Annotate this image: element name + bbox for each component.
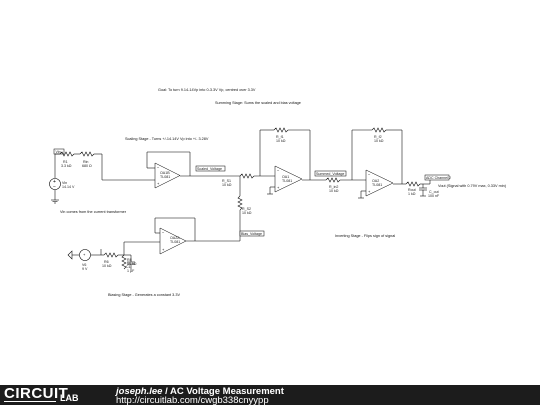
svg-text:OA1: OA1 (282, 175, 289, 179)
svg-text:−: − (162, 230, 165, 235)
logo-trace (4, 401, 56, 402)
opamp-oa1: − + OA1 TL081 (274, 165, 303, 193)
resistor-rout: Rout 1 kΩ (405, 181, 421, 196)
svg-text:TL081: TL081 (170, 240, 180, 244)
opamp-oa2a: − + OA2A TL081 (159, 227, 187, 255)
svg-text:Rout: Rout (408, 188, 416, 192)
resistor-r-s2: R_S2 10 kΩ (237, 195, 252, 215)
svg-text:9 V: 9 V (82, 267, 88, 271)
svg-text:OA2: OA2 (372, 179, 379, 183)
svg-text:R_f1: R_f1 (276, 135, 284, 139)
svg-text:R1: R1 (63, 160, 68, 164)
opamp-oa2: − + OA2 TL081 (365, 169, 394, 197)
svg-text:Vin: Vin (56, 150, 61, 154)
summing-stage-label: Summing Stage: Sums the scaled and bias … (215, 101, 301, 105)
scaling-stage-label: Scaling Stage - Turns +/-14.14V Vp into … (125, 137, 209, 141)
author-title-line: joseph.lee / AC Voltage Measurement (116, 386, 284, 397)
svg-text:C_out: C_out (429, 190, 439, 194)
svg-text:R_in2: R_in2 (329, 185, 338, 189)
circuitlab-logo[interactable]: CIRCUIT LAB (4, 386, 96, 404)
svg-text:OA2A: OA2A (170, 236, 180, 240)
svg-text:Bias_Voltage: Bias_Voltage (241, 232, 262, 236)
svg-text:R_S2: R_S2 (242, 207, 251, 211)
logo-lab-text: LAB (60, 393, 79, 403)
svg-text:R6: R6 (104, 260, 109, 264)
svg-text:−: − (368, 172, 371, 177)
logo-circuit-text: CIRCUIT (4, 385, 69, 402)
capacitor-c1: C1 1 µF (126, 255, 135, 273)
svg-text:C1: C1 (126, 265, 131, 269)
schematic-canvas: Goal: To turn 9.14-14Vp into 0-3.3V Vp, … (49, 88, 507, 297)
svg-text:+: + (53, 179, 56, 185)
svg-text:R_f2: R_f2 (374, 135, 382, 139)
source-note: Vin comes from the current transformer (60, 210, 127, 214)
svg-text:+: + (368, 189, 371, 194)
svg-text:10 kΩ: 10 kΩ (374, 139, 384, 143)
svg-text:+: + (83, 252, 86, 257)
svg-text:R_S1: R_S1 (222, 179, 231, 183)
circuit-url[interactable]: http://circuitlab.com/cwgb338cnyypp (116, 395, 269, 406)
svg-text:1 µF: 1 µF (127, 269, 135, 273)
resistor-rin: Rin 680 Ω (79, 151, 95, 168)
resistor-r6: R6 10 kΩ (102, 252, 119, 268)
net-adc-channel: ADC Channel 2 (424, 174, 451, 181)
title-separator: / (162, 386, 171, 397)
footer-bar: CIRCUIT LAB joseph.lee / AC Voltage Meas… (0, 385, 540, 405)
source-vin: + − Vin 14.14 V (49, 154, 75, 204)
svg-text:TL081: TL081 (282, 179, 292, 183)
svg-text:3.3 kΩ: 3.3 kΩ (61, 164, 72, 168)
source-v6: + V6 9 V (67, 249, 91, 271)
svg-text:ADC Channel 2: ADC Channel 2 (426, 176, 451, 180)
net-bias-voltage: Bias_Voltage (239, 230, 265, 237)
svg-text:Rin: Rin (83, 160, 88, 164)
vin-value: 14.14 V (62, 185, 75, 189)
svg-text:−: − (277, 168, 280, 173)
circuit-title: AC Voltage Measurement (170, 386, 284, 397)
svg-text:10 kΩ: 10 kΩ (242, 211, 252, 215)
opamp-oa1b: − + OA1B TL081 (154, 162, 181, 189)
net-summed-voltage: Summed_Voltage (314, 170, 347, 177)
resistor-r1: R1 3.3 kΩ (59, 151, 75, 168)
resistor-r-in2: R_in2 10 kΩ (325, 177, 341, 193)
svg-text:TL081: TL081 (160, 175, 170, 179)
svg-text:100 nF: 100 nF (428, 194, 440, 198)
svg-text:Summed_Voltage: Summed_Voltage (316, 172, 344, 176)
vout-note: Vout (Signal with 0.79V max, 0.33V min) (438, 184, 507, 188)
resistor-r-s1: R_S1 10 kΩ (222, 173, 255, 187)
author-link[interactable]: joseph.lee (116, 386, 163, 397)
net-scaled-voltage: Scaled_Voltage (195, 165, 226, 172)
svg-text:R8: R8 (127, 258, 132, 262)
inverting-stage-label: Inverting Stage - Flips sign of signal (335, 234, 395, 238)
svg-text:V6: V6 (82, 263, 86, 267)
svg-text:+: + (162, 247, 165, 252)
svg-text:10 kΩ: 10 kΩ (276, 139, 286, 143)
schematic-diagram: Goal: To turn 9.14-14Vp into 0-3.3V Vp, … (49, 88, 507, 297)
svg-text:1 kΩ: 1 kΩ (408, 192, 416, 196)
resistor-r-f2: R_f2 10 kΩ (371, 127, 387, 143)
svg-text:10 kΩ: 10 kΩ (102, 264, 112, 268)
svg-text:−: − (53, 185, 56, 191)
svg-text:10 kΩ: 10 kΩ (222, 183, 232, 187)
svg-text:Scaled_Voltage: Scaled_Voltage (197, 167, 222, 171)
resistor-r-f1: R_f1 10 kΩ (273, 127, 289, 143)
biasing-stage-label: Biasing Stage - Generates a constant 3.3… (108, 293, 180, 297)
vin-name: Vin (62, 181, 67, 185)
svg-text:680 Ω: 680 Ω (82, 164, 92, 168)
svg-text:−: − (157, 165, 160, 170)
svg-text:OA1B: OA1B (160, 171, 170, 175)
svg-text:+: + (157, 181, 160, 186)
svg-text:+: + (277, 185, 280, 190)
svg-text:TL081: TL081 (372, 183, 382, 187)
goal-note: Goal: To turn 9.14-14Vp into 0-3.3V Vp, … (158, 88, 256, 92)
capacitor-c-out: C_out 100 nF (419, 187, 440, 198)
svg-text:10 kΩ: 10 kΩ (329, 189, 339, 193)
